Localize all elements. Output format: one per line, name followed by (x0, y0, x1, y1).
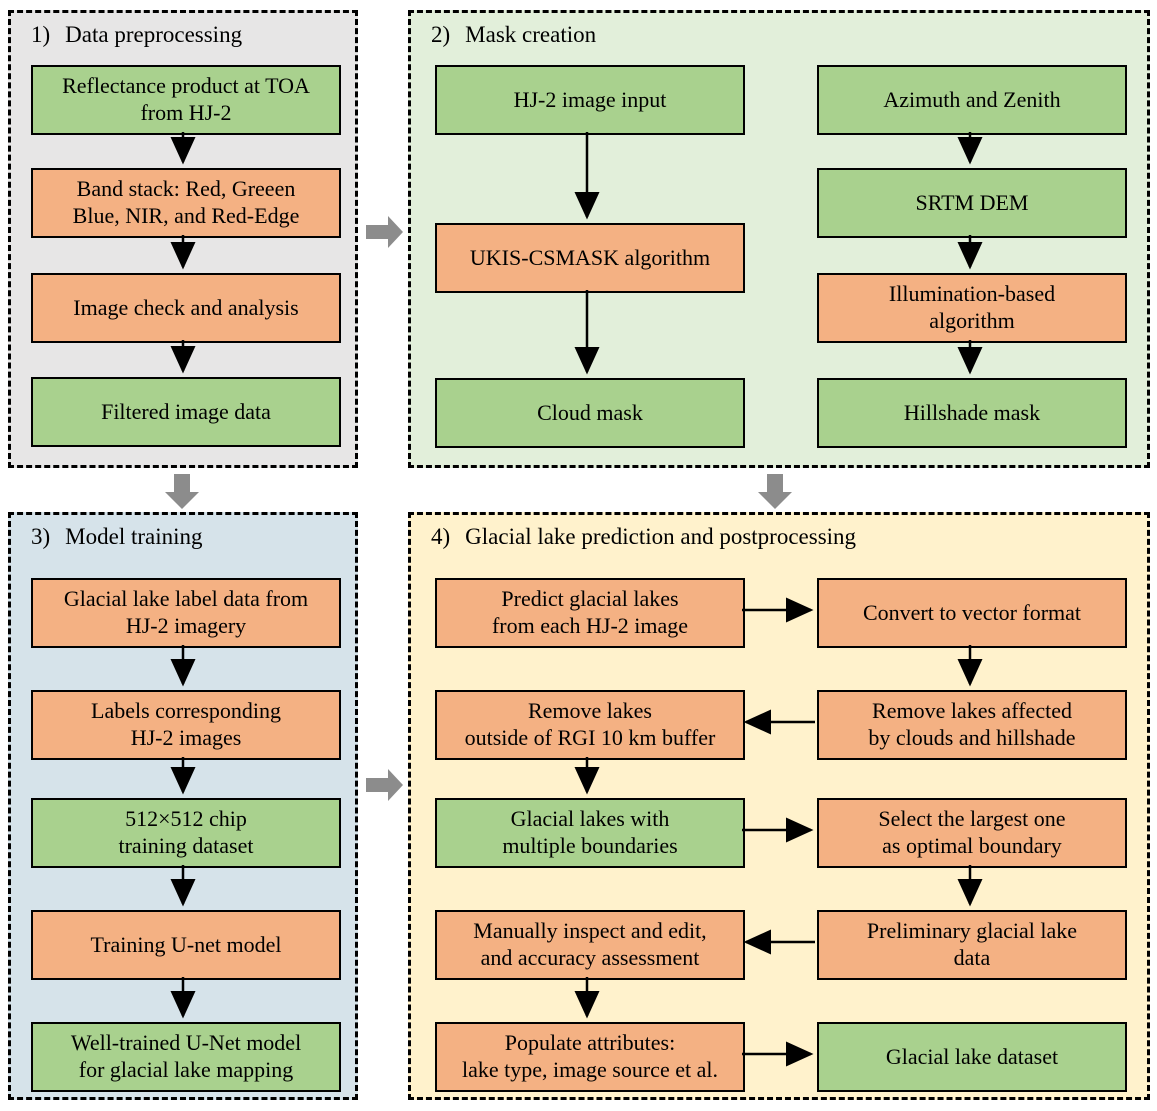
panel-2-title: 2) Mask creation (431, 22, 596, 48)
box-preliminary-data: Preliminary glacial lake data (817, 910, 1127, 980)
box-chip-training-dataset: 512×512 chip training dataset (31, 798, 341, 868)
box-convert-vector: Convert to vector format (817, 578, 1127, 648)
panel-4-label: Glacial lake prediction and postprocessi… (465, 524, 857, 549)
panel-3-number: 3) (31, 524, 51, 549)
box-band-stack: Band stack: Red, Greeen Blue, NIR, and R… (31, 168, 341, 238)
box-azimuth-zenith: Azimuth and Zenith (817, 65, 1127, 135)
connector-arrow-panel1-to-panel3 (165, 474, 199, 509)
box-manually-inspect: Manually inspect and edit, and accuracy … (435, 910, 745, 980)
box-select-largest: Select the largest one as optimal bounda… (817, 798, 1127, 868)
panel-data-preprocessing: 1) Data preprocessing Reflectance produc… (8, 10, 358, 468)
box-labels-corresponding: Labels corresponding HJ-2 images (31, 690, 341, 760)
connector-arrow-panel3-to-panel4 (366, 769, 403, 801)
box-glacial-lake-dataset: Glacial lake dataset (817, 1022, 1127, 1092)
panel-prediction-postprocessing: 4) Glacial lake prediction and postproce… (408, 512, 1150, 1100)
box-illumination-algorithm: Illumination-based algorithm (817, 273, 1127, 343)
box-ukis-csmask: UKIS-CSMASK algorithm (435, 223, 745, 293)
panel-1-label: Data preprocessing (65, 22, 243, 47)
box-remove-lakes-rgi: Remove lakes outside of RGI 10 km buffer (435, 690, 745, 760)
panel-model-training: 3) Model training Glacial lake label dat… (8, 512, 358, 1100)
panel-3-title: 3) Model training (31, 524, 203, 550)
panel-mask-creation: 2) Mask creation HJ-2 image input UKIS-C… (408, 10, 1150, 468)
box-filtered-image: Filtered image data (31, 377, 341, 447)
box-populate-attributes: Populate attributes: lake type, image so… (435, 1022, 745, 1092)
box-well-trained-unet: Well-trained U-Net model for glacial lak… (31, 1022, 341, 1092)
panel-4-title: 4) Glacial lake prediction and postproce… (431, 524, 856, 550)
panel-4-number: 4) (431, 524, 451, 549)
panel-2-number: 2) (431, 22, 451, 47)
connector-arrow-panel2-to-panel4 (758, 474, 792, 509)
box-hillshade-mask: Hillshade mask (817, 378, 1127, 448)
box-hj2-image-input: HJ-2 image input (435, 65, 745, 135)
panel-2-label: Mask creation (465, 22, 597, 47)
panel-3-label: Model training (65, 524, 203, 549)
panel-1-title: 1) Data preprocessing (31, 22, 242, 48)
box-glacial-lake-labels: Glacial lake label data from HJ-2 imager… (31, 578, 341, 648)
box-remove-lakes-clouds: Remove lakes affected by clouds and hill… (817, 690, 1127, 760)
box-cloud-mask: Cloud mask (435, 378, 745, 448)
box-reflectance-toa: Reflectance product at TOA from HJ-2 (31, 65, 341, 135)
box-predict-glacial-lakes: Predict glacial lakes from each HJ-2 ima… (435, 578, 745, 648)
box-training-unet: Training U-net model (31, 910, 341, 980)
box-image-check: Image check and analysis (31, 273, 341, 343)
box-lakes-multiple-boundaries: Glacial lakes with multiple boundaries (435, 798, 745, 868)
panel-1-number: 1) (31, 22, 51, 47)
box-srtm-dem: SRTM DEM (817, 168, 1127, 238)
connector-arrow-panel1-to-panel2 (366, 216, 403, 248)
